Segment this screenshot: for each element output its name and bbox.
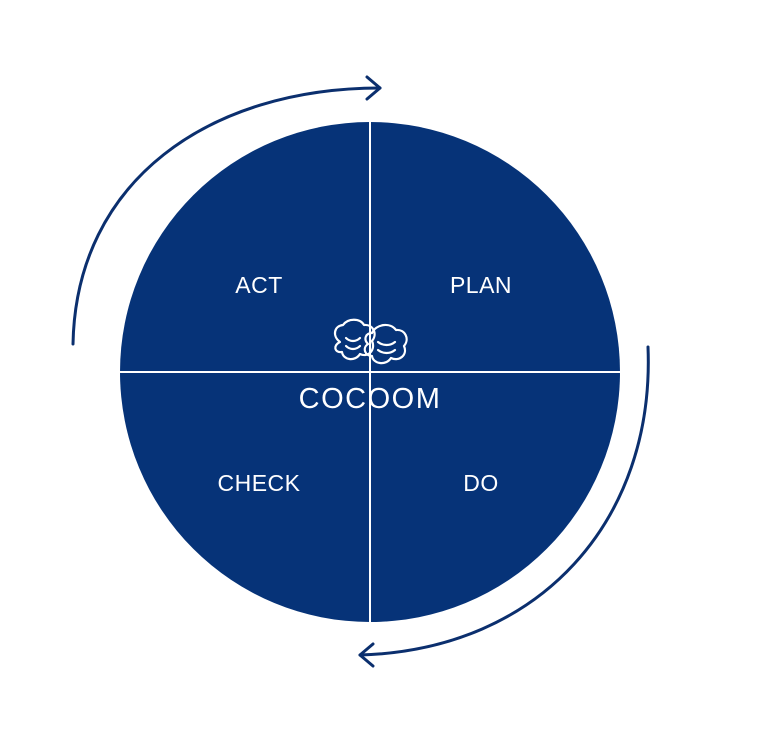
cocoon-logo-icon — [333, 318, 408, 365]
bottom-arrow-icon — [358, 345, 650, 668]
quadrant-label-act: ACT — [235, 272, 283, 298]
quadrant-label-plan: PLAN — [450, 272, 512, 298]
quadrant-label-do: DO — [463, 470, 499, 496]
brand-name: COCOOM — [299, 383, 442, 415]
top-arrow-icon — [71, 75, 382, 346]
quadrant-label-check: CHECK — [217, 470, 300, 496]
